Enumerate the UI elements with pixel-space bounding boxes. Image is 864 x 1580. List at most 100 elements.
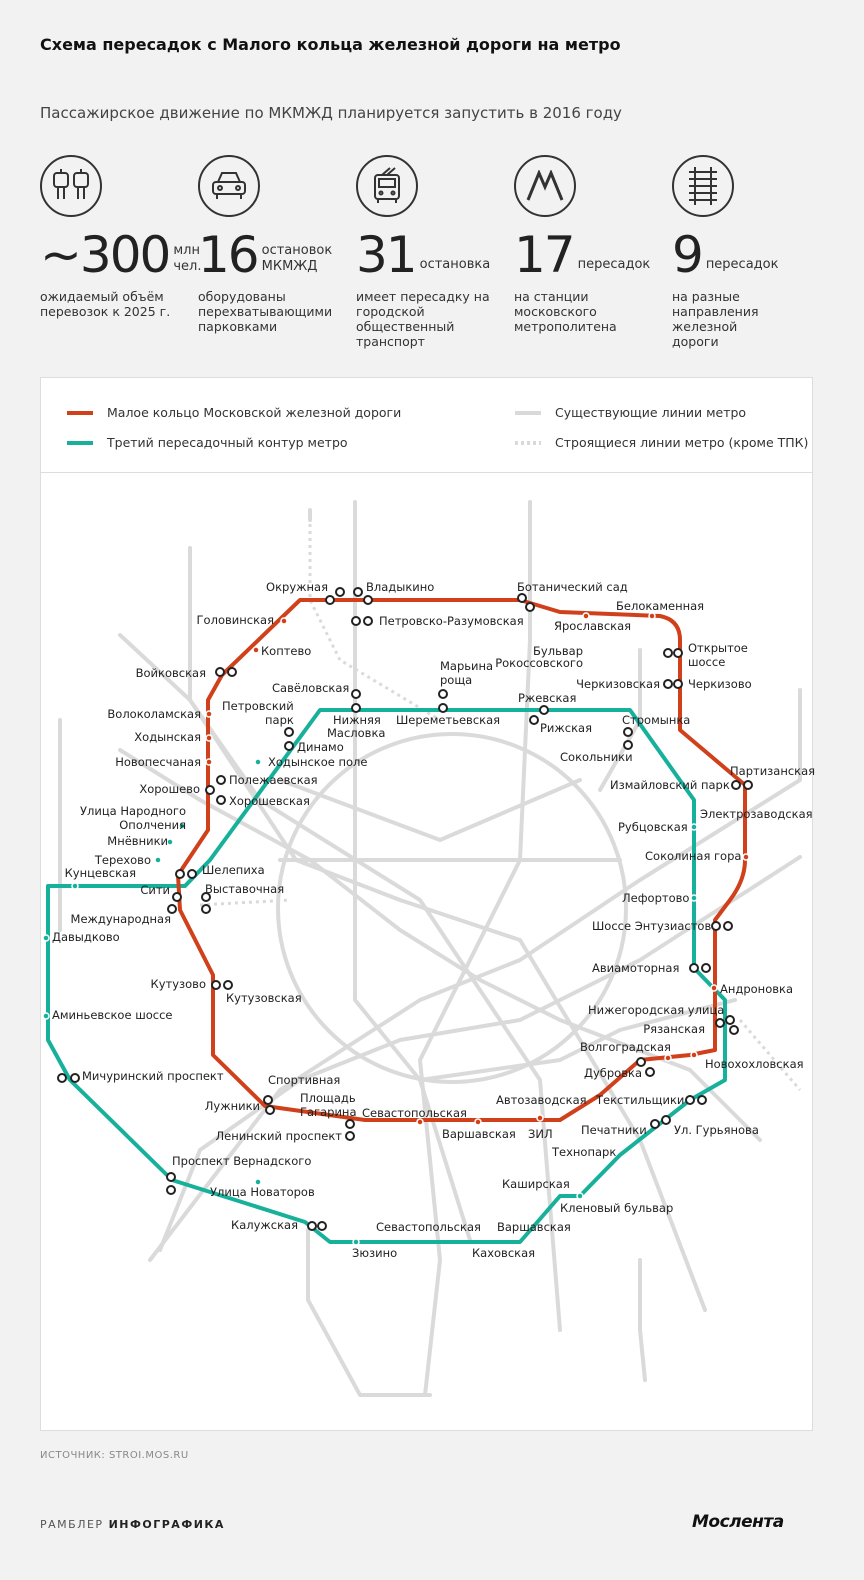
- station-label: Шоссе Энтузиастов: [592, 919, 711, 933]
- station-label: Соколиная гора: [645, 849, 741, 863]
- stat-description: на станции московского метрополитена: [514, 289, 617, 334]
- passengers-icon: [40, 155, 102, 217]
- legend-label: Третий пересадочный контур метро: [107, 435, 348, 450]
- station-dots: [42, 612, 750, 1246]
- station-label: Рижская: [540, 721, 592, 735]
- construction-metro-lines: [199, 510, 802, 1091]
- legend-swatch: [67, 410, 93, 415]
- station-label: Лефортово: [622, 891, 689, 905]
- station-label: Войковская: [136, 666, 206, 680]
- brand-bold: ИНФОГРАФИКА: [108, 1518, 225, 1531]
- station-label: Печатники: [581, 1123, 647, 1137]
- station-label: Калужская: [231, 1218, 298, 1232]
- metro-icon: [514, 155, 576, 217]
- station-label: Лужники: [205, 1099, 260, 1113]
- station-labels: Окружная Владыкино Ботанический сад Бело…: [52, 580, 815, 1260]
- station-label: Головинская: [197, 613, 274, 627]
- station-label: Новохохловская: [705, 1057, 804, 1071]
- station-label: Выставочная: [205, 882, 284, 896]
- stat-number: 17: [514, 226, 576, 284]
- existing-metro-lines: [58, 500, 802, 1397]
- station-label: Новопесчаная: [115, 755, 201, 769]
- legend-mkzd: Малое кольцо Московской железной дороги: [67, 405, 401, 420]
- trolleybus-icon: [356, 155, 418, 217]
- legend-swatch: [67, 440, 93, 445]
- legend-tpk: Третий пересадочный контур метро: [67, 435, 348, 450]
- station-label: Черкизовская: [576, 677, 660, 691]
- stat-description: ожидаемый объём перевозок к 2025 г.: [40, 289, 171, 319]
- station-label: ЗИЛ: [528, 1127, 553, 1141]
- station-label: Окружная: [266, 580, 328, 594]
- station-label: Кутузово: [151, 977, 206, 991]
- stat-parking: 16 остановок МКМЖД оборудованы перехваты…: [198, 155, 358, 334]
- stat-unit: млн чел.: [173, 243, 202, 274]
- station-label: Черкизово: [688, 677, 752, 691]
- station-label: Ходынское поле: [268, 755, 367, 769]
- station-label: Ул. Гурьянова: [674, 1123, 759, 1137]
- stat-number: ~300: [40, 226, 171, 284]
- station-label: Улица Новаторов: [210, 1185, 315, 1199]
- stat-description: на разные направления железной дороги: [672, 289, 759, 349]
- station-label: Ленинский проспект: [215, 1129, 342, 1143]
- station-label: Варшавская: [497, 1220, 571, 1234]
- legend-label: Малое кольцо Московской железной дороги: [107, 405, 402, 420]
- station-label: Дубровка: [584, 1066, 642, 1080]
- station-label: Шелепиха: [202, 863, 265, 877]
- stat-unit: пересадок: [705, 257, 779, 272]
- station-label: Полежаевская: [229, 773, 318, 787]
- railway-icon: [672, 155, 734, 217]
- station-label: Проспект Вернадского: [172, 1154, 311, 1168]
- stat-metro: 17 пересадок на станции московского метр…: [514, 155, 674, 334]
- station-label: Владыкино: [366, 580, 434, 594]
- station-label: Шереметьевская: [396, 713, 500, 727]
- station-label: Давыдково: [52, 930, 120, 944]
- brand-label: РАМБЛЕР ИНФОГРАФИКА: [40, 1518, 225, 1531]
- station-label: Петровско-Разумовская: [379, 614, 524, 628]
- station-label: Андроновка: [720, 982, 793, 996]
- station-label: Зюзино: [352, 1246, 397, 1260]
- station-label: Рубцовская: [618, 820, 688, 834]
- station-label: Савёловская: [272, 681, 349, 695]
- page-title: Схема пересадок с Малого кольца железной…: [40, 35, 621, 54]
- station-label: Ржевская: [518, 691, 576, 705]
- map-legend: Малое кольцо Московской железной дороги …: [41, 378, 812, 473]
- mkzd-line: [176, 598, 747, 1122]
- car-icon: [198, 155, 260, 217]
- station-label: Севастопольская: [376, 1220, 481, 1234]
- stat-unit: остановок МКМЖД: [261, 243, 333, 274]
- station-label: Сити: [140, 883, 170, 897]
- stat-transport: 31 остановка имеет пересадку на городско…: [356, 155, 516, 349]
- station-label: Измайловский парк: [610, 778, 730, 792]
- station-label: Белокаменная: [616, 599, 704, 613]
- source-note: ИСТОЧНИК: STROI.MOS.RU: [40, 1450, 189, 1461]
- legend-swatch: [515, 410, 541, 415]
- station-label: Международная: [71, 912, 171, 926]
- station-label: Мичуринский проспект: [82, 1069, 224, 1083]
- station-label: Текстильщики: [595, 1093, 684, 1107]
- lenta-logo: Мослента: [692, 1512, 784, 1532]
- station-label: Мнёвники: [107, 834, 168, 848]
- station-label: Динамо: [297, 740, 344, 754]
- station-label: Партизанская: [730, 764, 815, 778]
- station-label: Волгоградская: [580, 1040, 671, 1054]
- station-label: Хорошевская: [229, 794, 310, 808]
- stat-description: имеет пересадку на городской общественны…: [356, 289, 490, 349]
- station-label: Терехово: [94, 853, 151, 867]
- station-label: Коптево: [261, 644, 311, 658]
- station-label: Авиамоторная: [592, 961, 679, 975]
- stat-unit: остановка: [419, 257, 491, 272]
- metro-map: Окружная Владыкино Ботанический сад Бело…: [42, 500, 815, 1397]
- station-label: Кленовый бульвар: [560, 1201, 673, 1215]
- station-label: Аминьевское шоссе: [52, 1008, 172, 1022]
- brand-light: РАМБЛЕР: [40, 1518, 104, 1531]
- station-label: Варшавская: [442, 1127, 516, 1141]
- page-subtitle: Пассажирское движение по МКМЖД планирует…: [40, 104, 622, 122]
- station-label: Нижегородская улица: [588, 1003, 724, 1017]
- legend-existing: Существующие линии метро: [515, 405, 746, 420]
- station-label: Стромынка: [622, 713, 690, 727]
